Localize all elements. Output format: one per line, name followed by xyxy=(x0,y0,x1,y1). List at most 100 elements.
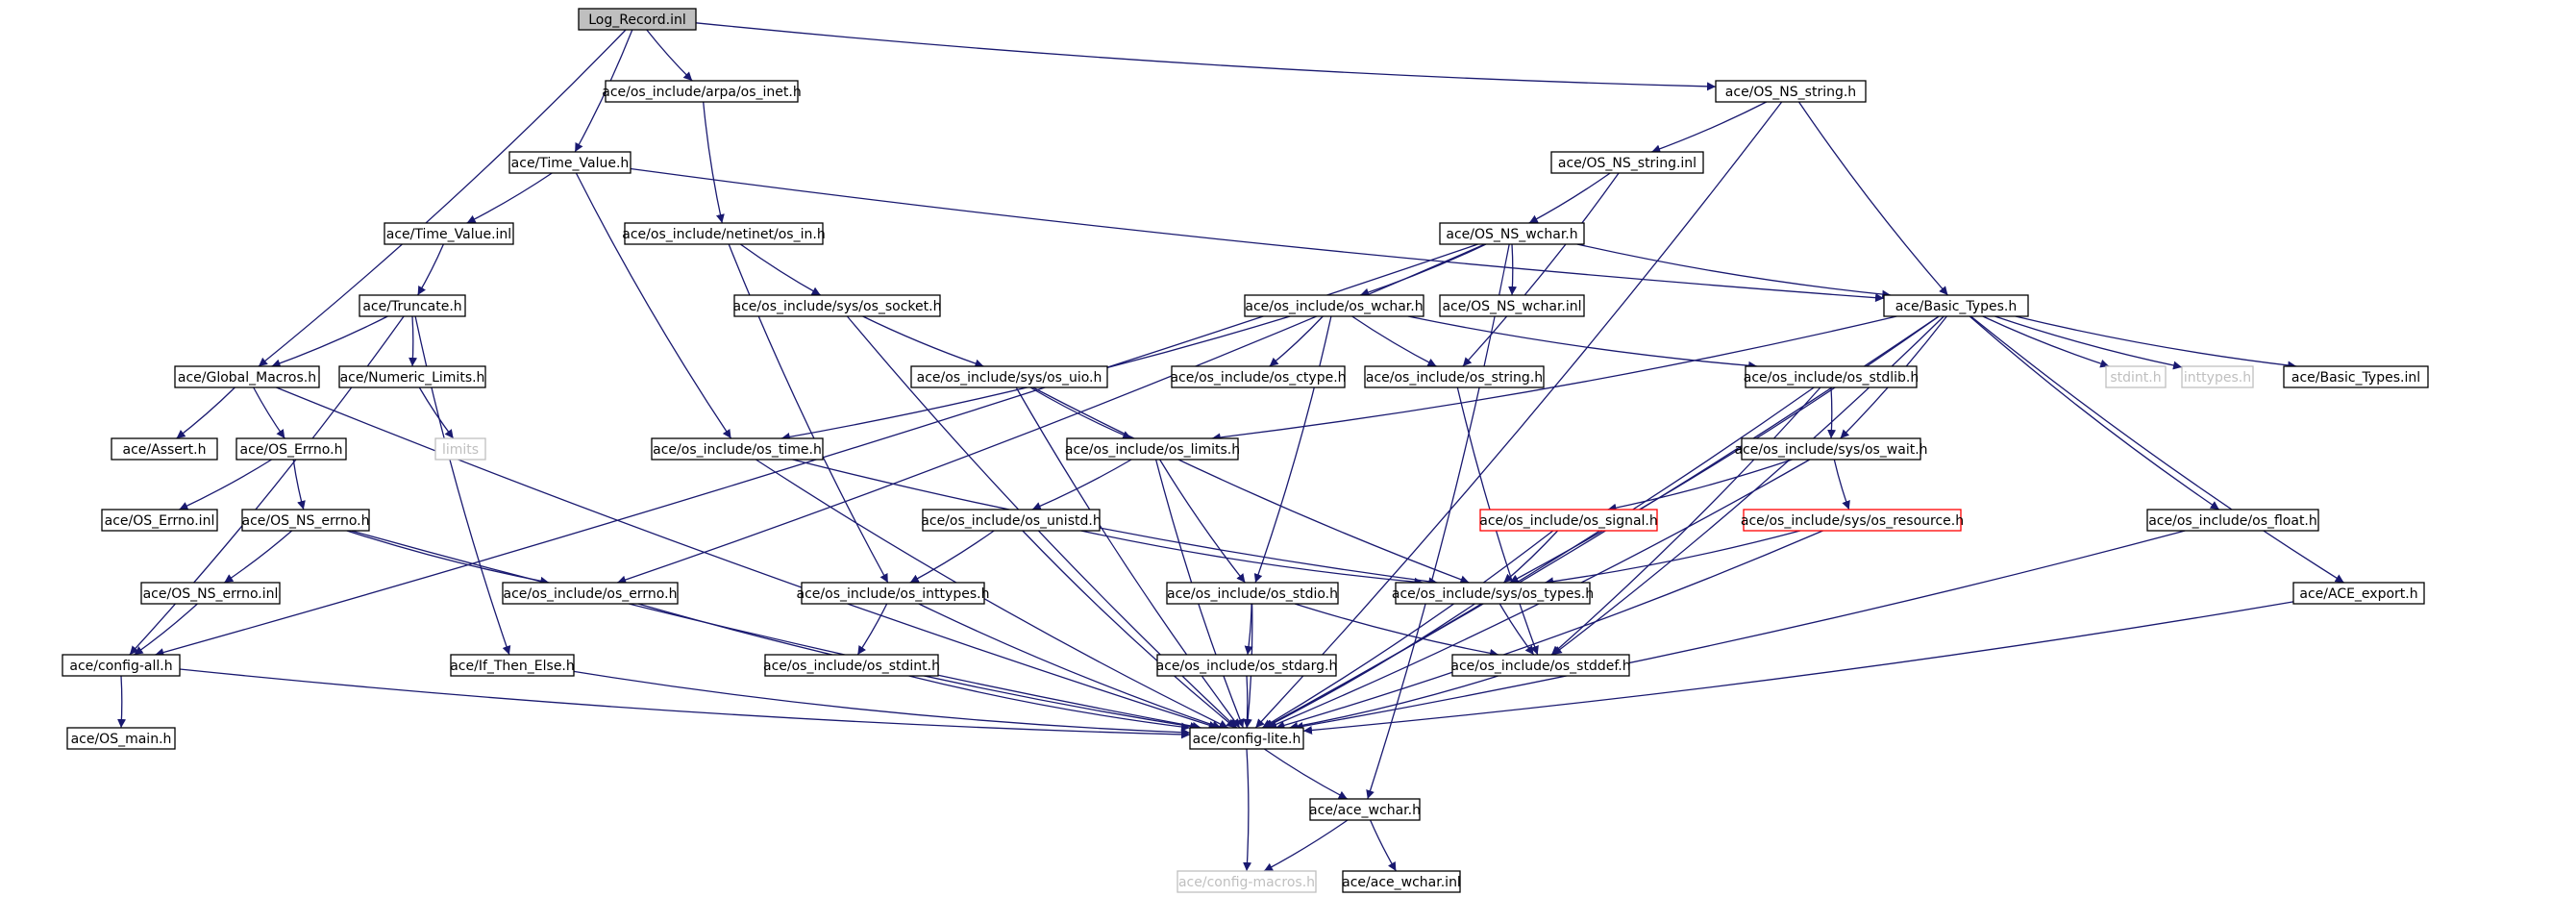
edge-config-lite-h-to-config-macros-h xyxy=(1243,748,1252,872)
node-label: ace/os_include/os_limits.h xyxy=(1065,442,1240,458)
node-config-lite-h[interactable]: ace/config-lite.h xyxy=(1189,727,1304,750)
node-box xyxy=(1156,654,1337,677)
node-os-limits-h[interactable]: ace/os_include/os_limits.h xyxy=(1065,437,1240,461)
edge-global-macros-h-to-os-errno-h xyxy=(253,386,285,439)
node-box xyxy=(922,509,1101,532)
edge-os-signal-h-to-os-types-h xyxy=(1502,530,1559,584)
node-label: ace/os_include/os_time.h xyxy=(653,442,822,458)
node-os-unistd-h[interactable]: ace/os_include/os_unistd.h xyxy=(921,509,1102,532)
edge-os-time-h-to-os-types-h xyxy=(792,459,1438,586)
node-label: ace/config-macros.h xyxy=(1178,875,1315,890)
node-os-stdint-h[interactable]: ace/os_include/os_stdint.h xyxy=(763,654,940,677)
node-label: ace/OS_NS_wchar.h xyxy=(1446,227,1577,242)
node-os-stddef-h[interactable]: ace/os_include/os_stddef.h xyxy=(1450,654,1631,677)
node-os-uio-h[interactable]: ace/os_include/sys/os_uio.h xyxy=(910,365,1108,388)
node-os-errno-h[interactable]: ace/OS_Errno.h xyxy=(235,437,347,461)
node-time-value-inl[interactable]: ace/Time_Value.inl xyxy=(384,222,514,245)
node-label: stdint.h xyxy=(2110,370,2161,386)
node-numeric-limits-h[interactable]: ace/Numeric_Limits.h xyxy=(338,365,486,388)
edge-os-types-h-to-config-lite-h xyxy=(1264,603,1475,729)
node-os-main-h[interactable]: ace/OS_main.h xyxy=(66,727,176,750)
edge-os-ns-string-inl-to-os-ns-wchar-h xyxy=(1528,172,1611,224)
edge-os-resource-h-to-os-types-h xyxy=(1545,530,1801,586)
node-os-ns-errno-inl[interactable]: ace/OS_NS_errno.inl xyxy=(140,582,281,605)
node-time-value-h[interactable]: ace/Time_Value.h xyxy=(508,151,632,174)
node-os-time-h[interactable]: ace/os_include/os_time.h xyxy=(651,437,824,461)
node-label: ace/Assert.h xyxy=(123,442,207,458)
node-os-stdarg-h[interactable]: ace/os_include/os_stdarg.h xyxy=(1156,654,1338,677)
node-box xyxy=(235,437,347,461)
node-if-then-else-h[interactable]: ace/If_Then_Else.h xyxy=(450,654,575,677)
node-assert-h[interactable]: ace/Assert.h xyxy=(111,437,218,461)
node-config-all-h[interactable]: ace/config-all.h xyxy=(62,654,181,677)
edge-os-ns-wchar-h-to-os-wchar-h xyxy=(1359,243,1487,297)
node-os-inttypes-h[interactable]: ace/os_include/os_inttypes.h xyxy=(797,582,990,605)
node-ace-wchar-inl[interactable]: ace/ace_wchar.inl xyxy=(1342,870,1461,893)
node-label: ace/os_include/os_ctype.h xyxy=(1170,370,1346,386)
node-os-ns-wchar-h[interactable]: ace/OS_NS_wchar.h xyxy=(1439,222,1585,245)
node-basic-types-inl[interactable]: ace/Basic_Types.inl xyxy=(2283,365,2429,388)
node-os-errno-inl[interactable]: ace/OS_Errno.inl xyxy=(101,509,218,532)
node-box xyxy=(502,582,679,605)
edge-ace-wchar-h-to-config-macros-h xyxy=(1263,819,1349,872)
node-label: ace/os_include/os_string.h xyxy=(1366,370,1543,386)
edge-config-all-h-to-os-main-h xyxy=(117,675,127,729)
edge-os-ns-string-h-to-config-lite-h xyxy=(1254,101,1783,729)
node-label: ace/os_include/arpa/os_inet.h xyxy=(602,85,801,100)
node-os-stdlib-h[interactable]: ace/os_include/os_stdlib.h xyxy=(1744,365,1919,388)
node-box xyxy=(1309,798,1421,821)
node-os-inet-h[interactable]: ace/os_include/arpa/os_inet.h xyxy=(602,80,802,103)
node-box xyxy=(1395,582,1591,605)
node-os-errno-include-h[interactable]: ace/os_include/os_errno.h xyxy=(502,582,679,605)
node-box xyxy=(1883,294,2029,317)
node-os-types-h[interactable]: ace/os_include/sys/os_types.h xyxy=(1392,582,1594,605)
node-os-stdio-h[interactable]: ace/os_include/os_stdio.h xyxy=(1166,582,1339,605)
edge-os-ns-errno-h-to-config-lite-h xyxy=(351,530,1201,731)
node-os-signal-h[interactable]: ace/os_include/os_signal.h xyxy=(1479,509,1658,532)
node-os-ns-errno-h[interactable]: ace/OS_NS_errno.h xyxy=(241,509,370,532)
node-label: ace/os_include/os_stdarg.h xyxy=(1156,659,1338,674)
node-label: ace/os_include/sys/os_types.h xyxy=(1392,586,1594,602)
node-ace-export-h[interactable]: ace/ACE_export.h xyxy=(2292,582,2425,605)
node-os-socket-h[interactable]: ace/os_include/sys/os_socket.h xyxy=(733,294,942,317)
edge-os-ns-wchar-h-to-os-ns-wchar-inl xyxy=(1508,243,1518,296)
node-truncate-h[interactable]: ace/Truncate.h xyxy=(359,294,466,317)
node-label: ace/os_include/os_stdlib.h xyxy=(1744,370,1919,386)
node-os-wchar-h[interactable]: ace/os_include/os_wchar.h xyxy=(1244,294,1424,317)
edge-time-value-h-to-time-value-inl xyxy=(466,172,553,224)
node-label: ace/os_include/os_errno.h xyxy=(504,586,678,602)
node-ace-wchar-h[interactable]: ace/ace_wchar.h xyxy=(1309,798,1421,821)
edge-truncate-h-to-numeric-limits-h xyxy=(409,315,418,367)
node-os-ctype-h[interactable]: ace/os_include/os_ctype.h xyxy=(1170,365,1347,388)
node-box xyxy=(384,222,514,245)
node-os-resource-h[interactable]: ace/os_include/sys/os_resource.h xyxy=(1741,509,1964,532)
node-label: ace/os_include/sys/os_socket.h xyxy=(733,299,942,314)
edge-os-ns-string-h-to-basic-types-h xyxy=(1797,101,1948,296)
node-os-float-h[interactable]: ace/os_include/os_float.h xyxy=(2146,509,2319,532)
edge-os-in-h-to-os-socket-h xyxy=(739,243,822,296)
node-box xyxy=(733,294,941,317)
node-label: ace/OS_NS_errno.inl xyxy=(143,586,279,602)
node-os-ns-string-inl[interactable]: ace/OS_NS_string.inl xyxy=(1550,151,1704,174)
edge-os-socket-h-to-os-uio-h xyxy=(862,315,984,368)
node-os-ns-string-h[interactable]: ace/OS_NS_string.h xyxy=(1715,80,1867,103)
node-global-macros-h[interactable]: ace/Global_Macros.h xyxy=(174,365,320,388)
node-os-ns-wchar-inl[interactable]: ace/OS_NS_wchar.inl xyxy=(1439,294,1585,317)
node-label: ace/Numeric_Limits.h xyxy=(340,370,485,386)
node-label: ace/OS_NS_errno.h xyxy=(241,513,369,529)
edge-os-time-h-to-config-lite-h xyxy=(755,459,1228,729)
edge-ace-export-h-to-config-lite-h xyxy=(1302,601,2294,735)
node-os-in-h[interactable]: ace/os_include/netinet/os_in.h xyxy=(622,222,826,245)
node-basic-types-h[interactable]: ace/Basic_Types.h xyxy=(1883,294,2029,317)
edge-os-ns-errno-inl-to-config-all-h xyxy=(134,603,198,656)
node-log-record-inl[interactable]: Log_Record.inl xyxy=(578,8,697,31)
node-box xyxy=(910,365,1108,388)
node-label: ace/ace_wchar.inl xyxy=(1342,875,1461,890)
node-box xyxy=(1439,294,1585,317)
node-layer: Log_Record.inl ace/os_include/arpa/os_ine… xyxy=(62,8,2429,893)
node-os-wait-h[interactable]: ace/os_include/sys/os_wait.h xyxy=(1734,437,1928,461)
edge-os-wchar-h-to-os-stdlib-h xyxy=(1407,315,1758,370)
node-label: ace/os_include/sys/os_resource.h xyxy=(1741,513,1964,529)
edge-os-ns-wchar-h-to-basic-types-h xyxy=(1576,243,1892,299)
node-os-string-h[interactable]: ace/os_include/os_string.h xyxy=(1364,365,1545,388)
